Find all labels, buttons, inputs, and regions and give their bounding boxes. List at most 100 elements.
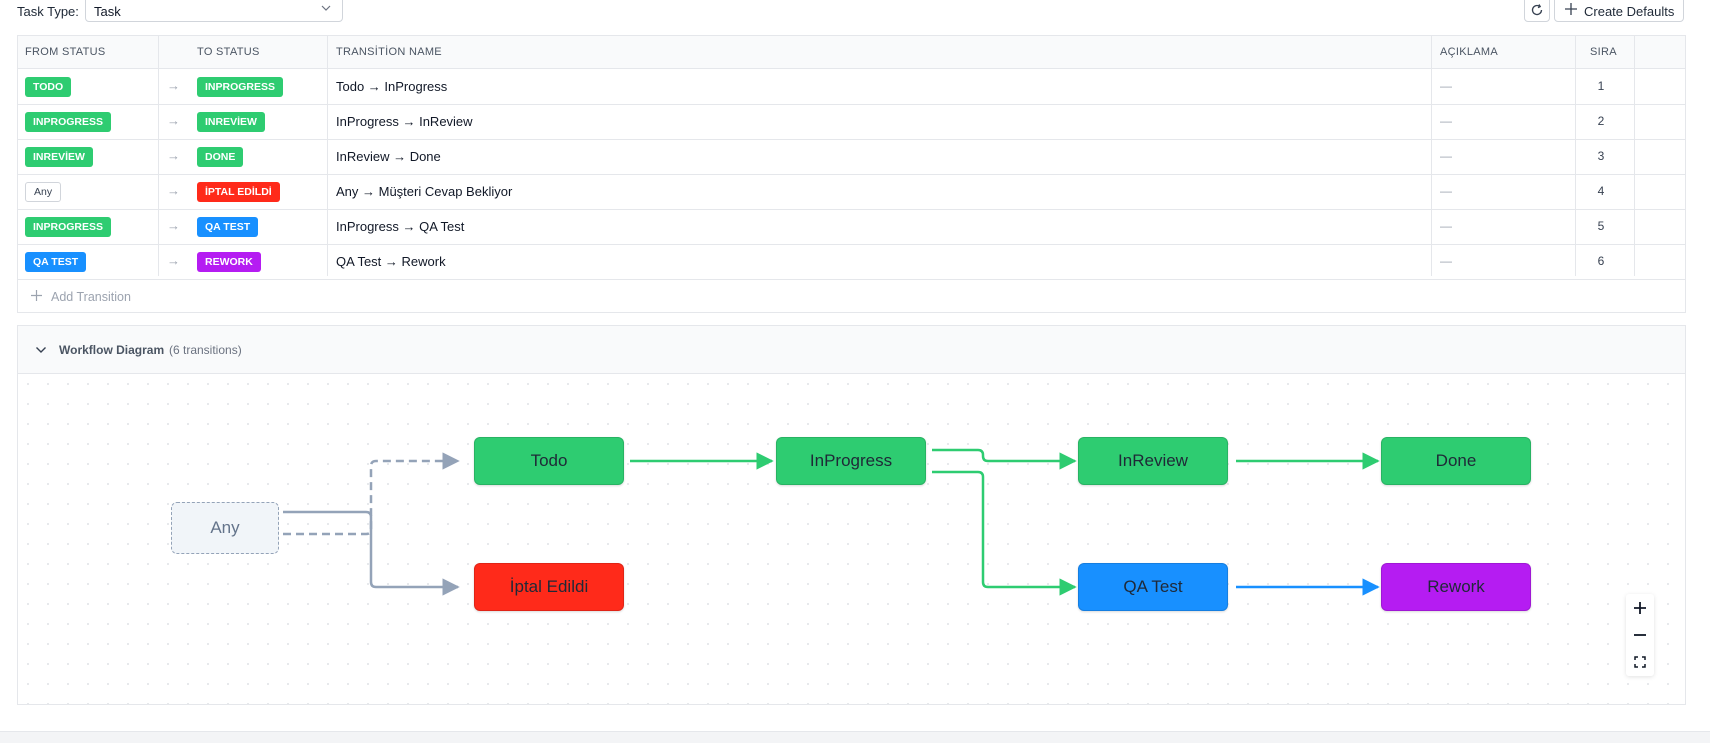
transition-order: 1 bbox=[1597, 79, 1605, 93]
add-transition-button[interactable]: Add Transition bbox=[18, 280, 1685, 312]
to-status-badge: REWORK bbox=[197, 252, 261, 272]
from-status-badge: TODO bbox=[25, 77, 72, 97]
column-divider bbox=[158, 36, 159, 276]
header-description: AÇIKLAMA bbox=[1440, 46, 1499, 58]
from-status-badge: Any bbox=[25, 182, 62, 202]
table-row[interactable]: TODO → INPROGRESS Todo → InProgress — 1 bbox=[18, 69, 1685, 105]
node-label: InReview bbox=[1118, 451, 1188, 470]
arrow-icon: → bbox=[167, 78, 180, 93]
table-header: FROM STATUS TO STATUS TRANSİTİON NAME AÇ… bbox=[18, 36, 1685, 69]
arrow-icon: → bbox=[167, 253, 180, 268]
fit-view-button[interactable] bbox=[1626, 648, 1654, 675]
node-label: Done bbox=[1435, 451, 1477, 470]
arrow-icon: → bbox=[167, 148, 180, 163]
from-status-badge: QA TEST bbox=[25, 252, 87, 272]
transition-description: — bbox=[1440, 149, 1452, 163]
node-label: InProgress bbox=[809, 451, 893, 470]
edge-inprogress-qatest bbox=[932, 470, 1077, 596]
table-row[interactable]: Any → İPTAL EDİLDİ Any → Müşteri Cevap Bekl… bbox=[18, 174, 1685, 210]
minus-icon bbox=[1634, 634, 1646, 636]
to-status-badge: INREVİEW bbox=[197, 112, 265, 132]
plus-icon bbox=[1634, 602, 1646, 614]
refresh-button[interactable] bbox=[1524, 0, 1550, 22]
transition-name: InProgress → QA Test bbox=[336, 219, 465, 234]
table-row[interactable]: INPROGRESS → INREVİEW InProgress → InReview… bbox=[18, 104, 1685, 140]
node-label: QA Test bbox=[1123, 577, 1183, 596]
task-type-select[interactable]: Task bbox=[85, 0, 343, 22]
zoom-controls bbox=[1626, 594, 1654, 676]
transition-order: 2 bbox=[1597, 114, 1605, 128]
zoom-out-button[interactable] bbox=[1626, 621, 1654, 648]
column-divider bbox=[327, 36, 328, 276]
column-divider bbox=[1575, 36, 1576, 276]
create-defaults-button[interactable]: Create Defaults bbox=[1554, 0, 1684, 22]
transition-name: InProgress → InReview bbox=[336, 114, 473, 129]
header-to-status: TO STATUS bbox=[197, 46, 260, 58]
transition-description: — bbox=[1440, 79, 1452, 93]
node-qa-test[interactable]: QA Test bbox=[1078, 563, 1228, 611]
task-type-label: Task Type: bbox=[17, 4, 79, 19]
column-divider bbox=[1431, 36, 1432, 276]
task-type-value: Task bbox=[94, 4, 121, 19]
add-transition-label: Add Transition bbox=[51, 290, 131, 304]
table-row[interactable]: INPROGRESS → QA TEST InProgress → QA Test — 5 bbox=[18, 209, 1685, 245]
node-iptal-edildi[interactable]: İptal Edildi bbox=[474, 563, 624, 611]
arrow-icon: → bbox=[167, 113, 180, 128]
edge-inprogress-inreview bbox=[932, 448, 1077, 470]
node-label: Rework bbox=[1427, 577, 1485, 596]
from-status-badge: INREVİEW bbox=[25, 147, 93, 167]
node-any[interactable]: Any bbox=[171, 502, 279, 554]
refresh-icon bbox=[1531, 4, 1543, 16]
node-label: İptal Edildi bbox=[509, 577, 589, 596]
column-divider bbox=[1634, 36, 1635, 276]
diagram-edges bbox=[283, 448, 1380, 596]
to-status-badge: DONE bbox=[197, 147, 244, 167]
arrow-icon: → bbox=[167, 218, 180, 233]
edge-any-iptal bbox=[283, 510, 460, 596]
from-status-badge: INPROGRESS bbox=[25, 112, 112, 132]
node-todo[interactable]: Todo bbox=[474, 437, 624, 485]
toolbar: Task Type: Task Create Defaults bbox=[0, 0, 1710, 30]
to-status-badge: İPTAL EDİLDİ bbox=[197, 182, 280, 202]
to-status-badge: QA TEST bbox=[197, 217, 259, 237]
create-defaults-label: Create Defaults bbox=[1584, 4, 1675, 19]
transition-order: 5 bbox=[1597, 219, 1605, 233]
to-status-badge: INPROGRESS bbox=[197, 77, 284, 97]
node-label: Todo bbox=[530, 451, 568, 470]
plus-icon bbox=[31, 290, 42, 301]
transitions-table: FROM STATUS TO STATUS TRANSİTİON NAME AÇ… bbox=[17, 35, 1686, 313]
node-inreview[interactable]: InReview bbox=[1078, 437, 1228, 485]
workflow-diagram-title: Workflow Diagram bbox=[59, 343, 165, 357]
node-label: Any bbox=[210, 518, 240, 537]
header-transition-name: TRANSİTİON NAME bbox=[336, 46, 442, 58]
workflow-diagram-panel: Workflow Diagram (6 transitions) An bbox=[17, 325, 1686, 705]
page-footer-strip bbox=[0, 731, 1710, 743]
diagram-canvas[interactable]: Any Todo InProgress InReview Done İptal … bbox=[18, 374, 1685, 704]
transition-description: — bbox=[1440, 184, 1452, 198]
fullscreen-icon bbox=[1634, 656, 1646, 668]
transition-name: QA Test → Rework bbox=[336, 254, 446, 269]
transition-order: 4 bbox=[1597, 184, 1605, 198]
node-done[interactable]: Done bbox=[1381, 437, 1531, 485]
chevron-down-icon[interactable] bbox=[35, 344, 47, 356]
plus-icon bbox=[1565, 3, 1577, 15]
header-from-status: FROM STATUS bbox=[25, 46, 106, 58]
from-status-badge: INPROGRESS bbox=[25, 217, 112, 237]
transition-name: InReview → Done bbox=[336, 149, 441, 164]
table-row[interactable]: INREVİEW → DONE InReview → Done — 3 bbox=[18, 139, 1685, 175]
node-rework[interactable]: Rework bbox=[1381, 563, 1531, 611]
transition-description: — bbox=[1440, 219, 1452, 233]
transition-name: Any → Müşteri Cevap Bekliyor bbox=[336, 184, 513, 199]
node-inprogress[interactable]: InProgress bbox=[776, 437, 926, 485]
transition-name: Todo → InProgress bbox=[336, 79, 448, 94]
edge-any-todo bbox=[283, 452, 460, 536]
transition-description: — bbox=[1440, 114, 1452, 128]
transition-order: 3 bbox=[1597, 149, 1605, 163]
transition-count: (6 transitions) bbox=[169, 343, 242, 357]
zoom-in-button[interactable] bbox=[1626, 594, 1654, 621]
workflow-diagram-header[interactable]: Workflow Diagram (6 transitions) bbox=[18, 326, 1685, 374]
arrow-icon: → bbox=[167, 183, 180, 198]
chevron-down-icon bbox=[321, 5, 331, 11]
transition-description: — bbox=[1440, 254, 1452, 268]
